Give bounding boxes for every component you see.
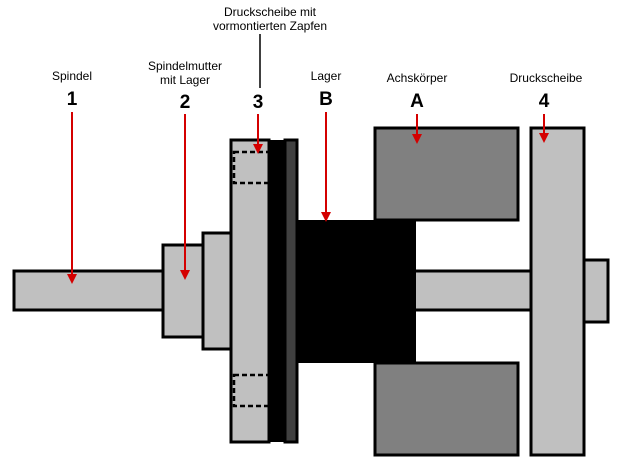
arrow-3 <box>253 114 263 154</box>
label-druckscheibe-zapfen-line2: vormontierten Zapfen <box>213 19 327 33</box>
arrow-a <box>412 114 422 144</box>
number-4: 4 <box>539 91 550 112</box>
thrust-plate-with-pins <box>229 138 271 444</box>
thrust-washer <box>529 126 586 457</box>
label-druckscheibe-zapfen-line1: Druckscheibe mit <box>224 5 317 19</box>
axle-body-lower <box>373 361 520 457</box>
bearing-block <box>296 220 416 363</box>
label-spindelmutter-line2: mit Lager <box>160 73 210 87</box>
arrow-1 <box>67 112 77 284</box>
thrust-plate-dark-band <box>283 138 299 444</box>
spindle-nut-collar <box>201 231 233 351</box>
axle-body-upper <box>373 126 520 222</box>
label-spindelmutter-line1: Spindelmutter <box>148 59 222 73</box>
number-3: 3 <box>253 92 264 113</box>
thrust-plate-black-band <box>269 140 285 442</box>
pin-upper <box>232 150 282 185</box>
label-achskoerper: Achskörper <box>387 71 448 85</box>
label-druckscheibe: Druckscheibe <box>510 71 583 85</box>
letter-a: A <box>410 91 424 112</box>
spindle-end-nut <box>582 258 610 324</box>
letter-b: B <box>319 89 333 110</box>
spindle-nut-with-bearing <box>161 243 205 339</box>
arrow-4 <box>539 114 549 143</box>
arrow-2 <box>180 114 190 280</box>
number-1: 1 <box>67 89 78 110</box>
number-2: 2 <box>180 92 191 113</box>
arrow-b <box>321 112 331 222</box>
label-lager: Lager <box>311 69 342 83</box>
label-spindel: Spindel <box>52 69 92 83</box>
pin-lower <box>232 373 282 408</box>
